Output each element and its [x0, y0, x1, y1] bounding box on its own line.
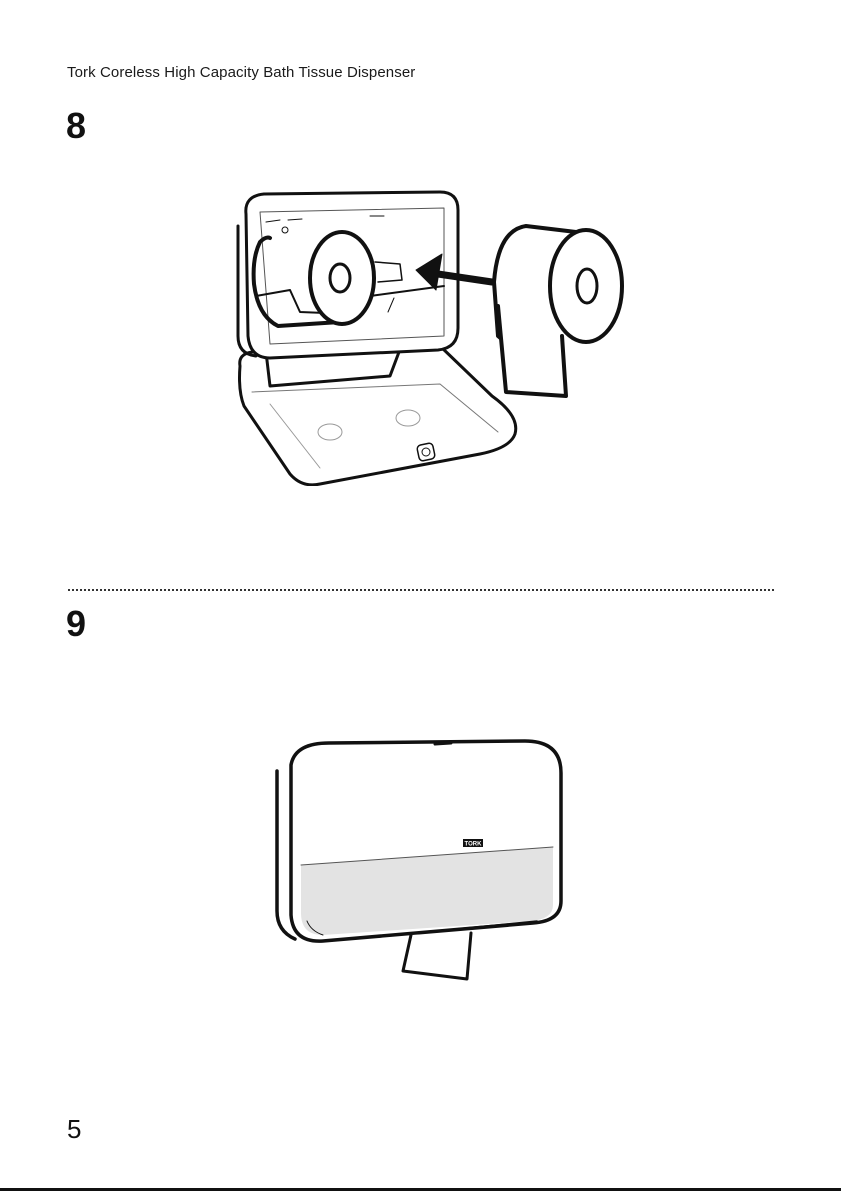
dispenser-cover — [277, 741, 561, 941]
step-number-9: 9 — [66, 606, 86, 642]
insert-roll-illustration — [230, 186, 630, 486]
section-divider — [68, 589, 774, 591]
closed-dispenser-illustration: TORK — [265, 735, 575, 995]
document-title: Tork Coreless High Capacity Bath Tissue … — [67, 64, 415, 81]
svg-text:TORK: TORK — [465, 842, 483, 848]
tissue-roll — [494, 226, 622, 396]
tork-logo: TORK — [463, 839, 483, 848]
step-number-8: 8 — [66, 108, 86, 144]
page-number: 5 — [67, 1116, 81, 1142]
dispensed-tissue — [403, 933, 471, 979]
